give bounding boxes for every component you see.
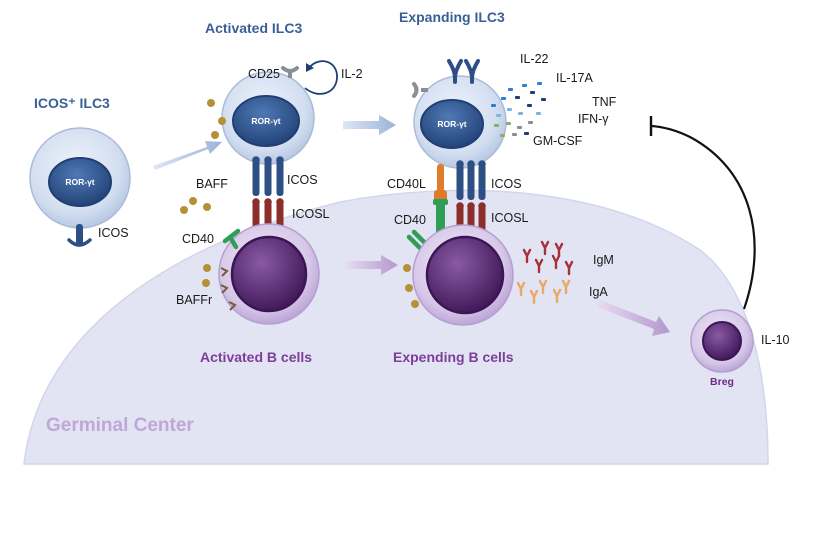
icosl-label-activated: ICOSL bbox=[292, 207, 330, 221]
cd40-receptor-expanding bbox=[433, 199, 448, 234]
baff-particles bbox=[180, 99, 226, 287]
cytokine-dots bbox=[491, 82, 546, 137]
baffr-label: BAFFr bbox=[176, 293, 212, 307]
icos-receptor bbox=[67, 224, 92, 247]
svg-text:IL-22: IL-22 bbox=[520, 52, 549, 66]
cd40-receptor-activated bbox=[222, 228, 241, 250]
activated-b-cells-title: Activated B cells bbox=[200, 349, 312, 365]
expanding-b-cell bbox=[412, 224, 514, 326]
activated-ilc3-title: Activated ILC3 bbox=[205, 20, 302, 36]
ror-gt-label: ROR-γt bbox=[437, 119, 466, 129]
il2-loop-arrow bbox=[304, 60, 338, 95]
icos-receptors-expanding bbox=[456, 160, 486, 200]
cd40-label-expanding: CD40 bbox=[394, 213, 426, 227]
icosl-label-expanding: ICOSL bbox=[491, 211, 529, 225]
icos-ilc3-cell: ROR-γt bbox=[29, 127, 131, 229]
breg-cell bbox=[690, 309, 754, 373]
baffr-receptors bbox=[220, 267, 237, 311]
svg-text:IL-17A: IL-17A bbox=[556, 71, 593, 85]
ror-gt-label: ROR-γt bbox=[251, 116, 280, 126]
svg-text:GM-CSF: GM-CSF bbox=[533, 134, 583, 148]
activated-b-cell bbox=[218, 223, 320, 325]
arrow-ig-to-breg bbox=[597, 300, 670, 336]
il2-label: IL-2 bbox=[341, 67, 363, 81]
iga-label: IgA bbox=[589, 285, 608, 299]
icos-label-left: ICOS bbox=[98, 226, 129, 240]
il10-label: IL-10 bbox=[761, 333, 790, 347]
svg-text:IFN-γ: IFN-γ bbox=[578, 112, 609, 126]
igm-label: IgM bbox=[593, 253, 614, 267]
cd40l-label: CD40L bbox=[387, 177, 426, 191]
cd25-label: CD25 bbox=[248, 67, 280, 81]
germinal-center-label: Germinal Center bbox=[46, 415, 194, 436]
baff-particles-expanding bbox=[403, 264, 419, 308]
arrow-activated-to-expanding bbox=[343, 115, 396, 135]
cytokine-receptors-top bbox=[447, 59, 480, 84]
il2-arrowhead bbox=[306, 63, 314, 72]
cd40l-receptor bbox=[434, 164, 447, 202]
ror-gt-label: ROR-γt bbox=[65, 177, 94, 187]
icos-label-activated: ICOS bbox=[287, 173, 318, 187]
expanding-ilc3-title: Expanding ILC3 bbox=[399, 9, 505, 25]
cd40-receptor-expanding-side bbox=[406, 229, 428, 251]
icos-ilc3-title: ICOS⁺ ILC3 bbox=[34, 95, 110, 111]
inhibition-line bbox=[651, 124, 756, 310]
cd40-label-activated: CD40 bbox=[182, 232, 214, 246]
cd25-receptor bbox=[281, 66, 299, 78]
cd25-receptor-expanding bbox=[412, 82, 428, 98]
svg-text:TNF: TNF bbox=[592, 95, 617, 109]
icos-label-expanding: ICOS bbox=[491, 177, 522, 191]
icos-receptors-activated bbox=[252, 156, 284, 196]
arrow-icos-to-activated bbox=[153, 141, 222, 170]
baff-label: BAFF bbox=[196, 177, 228, 191]
activated-ilc3-cell: ROR-γt bbox=[221, 71, 315, 165]
cytokine-labels: IL-22 IL-17A TNF IFN-γ GM-CSF bbox=[520, 52, 617, 148]
igm-antibodies bbox=[522, 240, 574, 276]
expanding-b-cells-title: Expending B cells bbox=[393, 349, 514, 365]
breg-label: Breg bbox=[710, 376, 734, 388]
iga-antibodies bbox=[516, 279, 571, 305]
arrow-activated-to-expanding-b bbox=[346, 255, 398, 275]
